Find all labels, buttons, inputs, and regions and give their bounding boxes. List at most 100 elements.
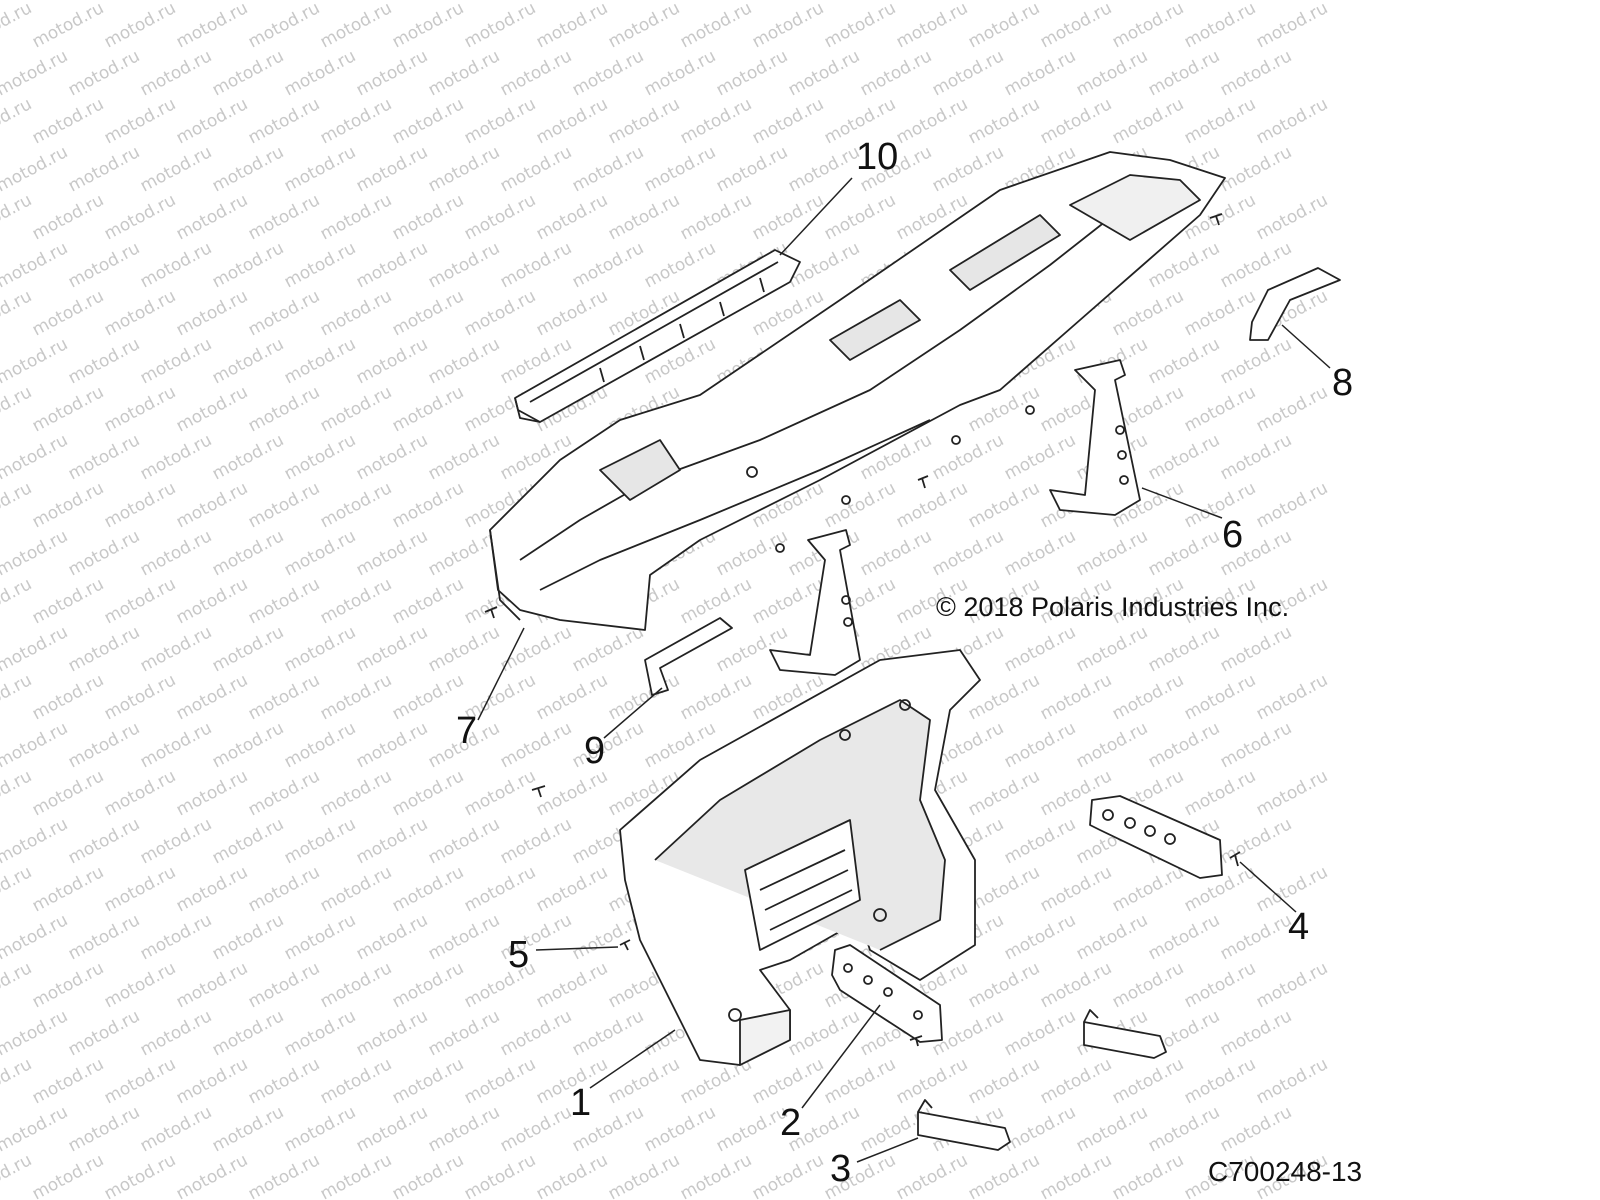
- watermark-text: motod.ru: [965, 958, 1043, 1012]
- watermark-text: motod.ru: [533, 670, 611, 724]
- watermark-text: motod.ru: [1001, 814, 1079, 868]
- watermark-text: motod.ru: [857, 526, 935, 580]
- watermark-text: motod.ru: [1109, 1054, 1187, 1108]
- watermark-text: motod.ru: [569, 1006, 647, 1060]
- watermark-text: motod.ru: [497, 46, 575, 100]
- watermark-text: motod.ru: [569, 622, 647, 676]
- watermark-text: motod.ru: [533, 94, 611, 148]
- watermark-text: motod.ru: [209, 526, 287, 580]
- callout-1: 1: [570, 1082, 592, 1124]
- watermark-text: motod.ru: [65, 334, 143, 388]
- watermark-text: motod.ru: [461, 1150, 539, 1200]
- watermark-text: motod.ru: [0, 46, 71, 100]
- watermark-text: motod.ru: [1217, 142, 1295, 196]
- callout-7: 7: [456, 710, 478, 752]
- watermark-text: motod.ru: [641, 46, 719, 100]
- watermark-text: motod.ru: [317, 1054, 395, 1108]
- watermark-text: motod.ru: [317, 766, 395, 820]
- watermark-text: motod.ru: [1253, 0, 1331, 52]
- watermark-text: motod.ru: [353, 46, 431, 100]
- watermark-text: motod.ru: [1253, 1054, 1331, 1108]
- watermark-text: motod.ru: [1001, 0, 1079, 4]
- watermark-text: motod.ru: [101, 958, 179, 1012]
- watermark-text: motod.ru: [533, 190, 611, 244]
- watermark-text: motod.ru: [245, 286, 323, 340]
- watermark-text: motod.ru: [821, 0, 899, 52]
- watermark-text: motod.ru: [0, 142, 71, 196]
- watermark-text: motod.ru: [677, 0, 755, 52]
- watermark-text: motod.ru: [1217, 718, 1295, 772]
- callout-8: 8: [1332, 362, 1354, 404]
- watermark-text: motod.ru: [533, 958, 611, 1012]
- watermark-text: motod.ru: [425, 46, 503, 100]
- watermark-text: motod.ru: [389, 766, 467, 820]
- watermark-text: motod.ru: [0, 286, 35, 340]
- watermark-text: motod.ru: [1073, 910, 1151, 964]
- watermark-text: motod.ru: [497, 718, 575, 772]
- watermark-text: motod.ru: [317, 190, 395, 244]
- watermark-text: motod.ru: [605, 1054, 683, 1108]
- watermark-text: motod.ru: [209, 622, 287, 676]
- watermark-text: motod.ru: [65, 910, 143, 964]
- watermark-text: motod.ru: [749, 94, 827, 148]
- leader-lines: [477, 177, 1331, 1163]
- fasteners: [484, 213, 1241, 1047]
- copyright-notice: © 2018 Polaris Industries Inc.: [936, 592, 1290, 622]
- watermark-text: motod.ru: [569, 142, 647, 196]
- watermark-text: motod.ru: [749, 1054, 827, 1108]
- watermark-text: motod.ru: [1001, 1006, 1079, 1060]
- watermark-text: motod.ru: [425, 238, 503, 292]
- watermark-text: motod.ru: [965, 862, 1043, 916]
- watermark-text: motod.ru: [65, 238, 143, 292]
- watermark-text: motod.ru: [929, 526, 1007, 580]
- watermark-text: motod.ru: [101, 670, 179, 724]
- watermark-text: motod.ru: [1217, 430, 1295, 484]
- watermark-text: motod.ru: [317, 670, 395, 724]
- watermark-text: motod.ru: [137, 814, 215, 868]
- watermark-text: motod.ru: [281, 142, 359, 196]
- watermark-text: motod.ru: [569, 0, 647, 4]
- watermark-text: motod.ru: [209, 718, 287, 772]
- watermark-text: motod.ru: [1253, 94, 1331, 148]
- watermark-text: motod.ru: [425, 622, 503, 676]
- callout-3: 3: [830, 1148, 852, 1190]
- part-7-upper-fascia: [489, 151, 1226, 631]
- watermark-text: motod.ru: [281, 430, 359, 484]
- watermark-text: motod.ru: [209, 46, 287, 100]
- watermark-text: motod.ru: [353, 238, 431, 292]
- watermark-text: motod.ru: [317, 286, 395, 340]
- watermark-text: motod.ru: [893, 0, 971, 52]
- watermark-text: motod.ru: [101, 382, 179, 436]
- watermark-text: motod.ru: [461, 190, 539, 244]
- watermark-text: motod.ru: [1253, 190, 1331, 244]
- watermark-text: motod.ru: [281, 0, 359, 4]
- watermark-text: motod.ru: [785, 142, 863, 196]
- watermark-text: motod.ru: [1001, 622, 1079, 676]
- watermark-text: motod.ru: [65, 1102, 143, 1156]
- watermark-text: motod.ru: [317, 478, 395, 532]
- watermark-text: motod.ru: [65, 526, 143, 580]
- watermark-text: motod.ru: [29, 190, 107, 244]
- watermark-text: motod.ru: [1073, 718, 1151, 772]
- watermark-text: motod.ru: [65, 142, 143, 196]
- watermark-text: motod.ru: [209, 334, 287, 388]
- watermark-text: motod.ru: [245, 862, 323, 916]
- callout-6: 6: [1222, 514, 1244, 556]
- callout-9: 9: [584, 730, 606, 772]
- watermark-text: motod.ru: [533, 0, 611, 52]
- watermark-text: motod.ru: [461, 1054, 539, 1108]
- watermark-text: motod.ru: [569, 46, 647, 100]
- watermark-text: motod.ru: [245, 670, 323, 724]
- watermark-text: motod.ru: [1181, 1054, 1259, 1108]
- watermark-text: motod.ru: [353, 142, 431, 196]
- watermark-text: motod.ru: [1037, 94, 1115, 148]
- watermark-text: motod.ru: [173, 766, 251, 820]
- part-8-bracket: [1249, 267, 1341, 341]
- watermark-text: motod.ru: [425, 1006, 503, 1060]
- part-3-handle-lower: [917, 1099, 1011, 1151]
- watermark-text: motod.ru: [29, 958, 107, 1012]
- watermark-text: motod.ru: [605, 670, 683, 724]
- watermark-text: motod.ru: [173, 1150, 251, 1200]
- watermark-text: motod.ru: [1109, 670, 1187, 724]
- watermark-text: motod.ru: [1145, 46, 1223, 100]
